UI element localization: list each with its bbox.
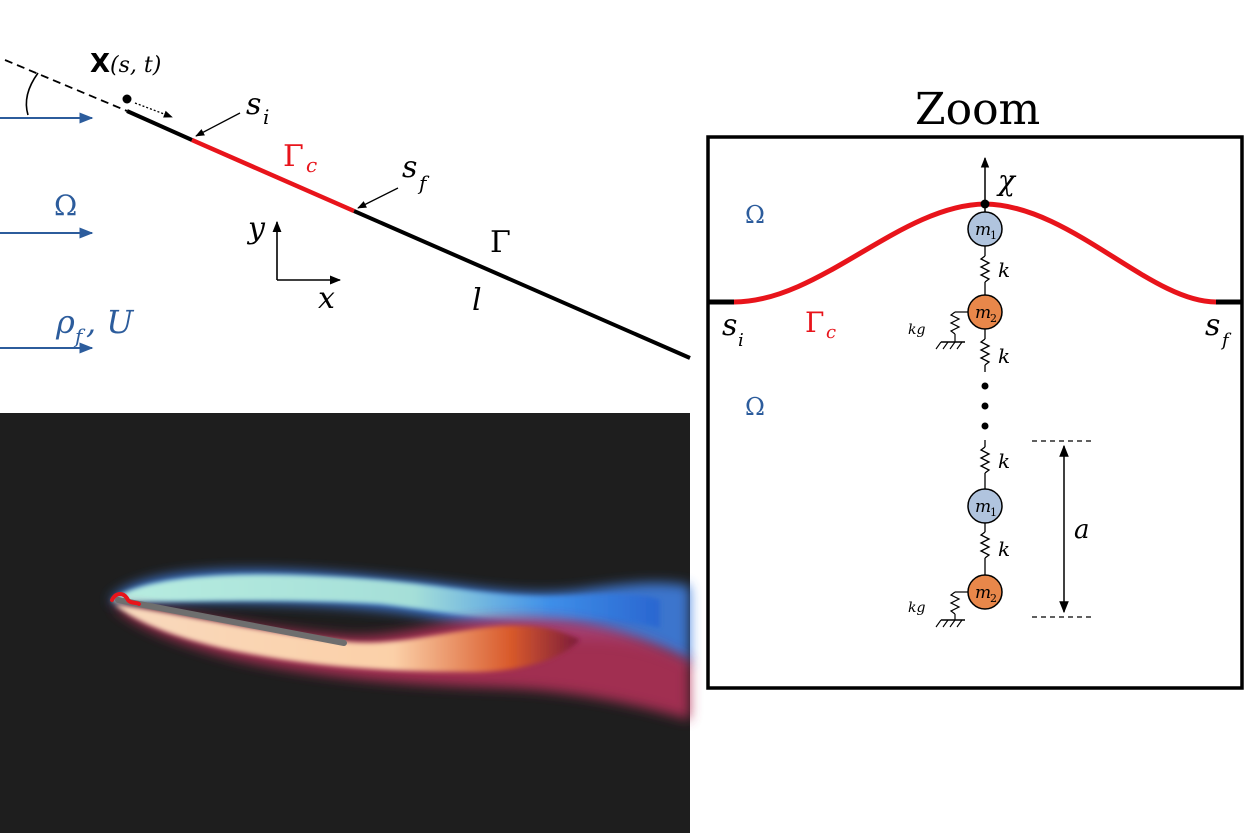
spring-1	[979, 255, 991, 283]
zoom-gamma-c-sub: c	[826, 322, 836, 343]
ground-2-hatch	[935, 619, 963, 628]
lower-wake-core	[114, 604, 580, 672]
zoom-s-i: s	[722, 308, 737, 343]
spring-2-label: k	[998, 344, 1010, 368]
contact-bump	[110, 592, 141, 606]
chi-label: χ	[996, 164, 1017, 197]
spring-3	[979, 446, 991, 474]
s-i-label: s	[246, 87, 261, 122]
mass-2-bottom-sub: 2	[990, 592, 997, 605]
plate-contact-segment	[191, 137, 355, 214]
angle-arc	[25, 72, 39, 116]
s-f-pointer	[357, 187, 399, 209]
spring-2	[979, 338, 991, 366]
material-point	[122, 94, 132, 104]
zoom-s-i-sub: i	[738, 330, 744, 351]
mass-2-top-sub: 2	[990, 312, 997, 325]
zoom-s-f: s	[1205, 308, 1220, 343]
mass-1-bottom-label: m	[975, 497, 991, 517]
plate-trailing-segment	[353, 209, 691, 360]
position-args: (s, t)	[110, 53, 161, 78]
y-axis-label: y	[246, 211, 266, 246]
rho-label: ρ	[55, 303, 75, 341]
zoom-omega-upper: Ω	[745, 201, 765, 229]
spring-3-label: k	[998, 449, 1010, 473]
mass-2-top-label: m	[975, 303, 991, 323]
zoom-frame	[706, 135, 1244, 690]
zoom-gamma-c: Γ	[805, 306, 824, 339]
length-label: l	[472, 283, 482, 318]
mass-1-top-label: m	[975, 220, 991, 240]
zoom-panel: Zoom χ Ω Ω s i s f Γ c m 1 k m 2	[706, 84, 1244, 690]
period-label: a	[1074, 515, 1090, 545]
mass-1-top-sub: 1	[990, 229, 997, 242]
x-axis-label: x	[318, 281, 335, 316]
omega-label: Ω	[54, 189, 77, 222]
ground-spring-2	[949, 591, 961, 615]
schematic: X (s, t) s i Γ c s f Γ l y x Ω ρ f , U	[0, 49, 691, 360]
mass-1-bottom-sub: 1	[990, 506, 997, 519]
ellipsis-dot-2	[981, 402, 989, 410]
upper-wake-core	[112, 574, 660, 628]
rho-sub: f	[73, 324, 86, 348]
spring-4	[979, 531, 991, 559]
vorticity-panel	[0, 413, 690, 833]
s-f-label: s	[402, 150, 417, 185]
ground-1-hatch	[935, 341, 963, 350]
ground-spring-2-label: kg	[908, 600, 925, 616]
zoom-title: Zoom	[915, 84, 1040, 135]
spring-4-label: k	[998, 537, 1010, 561]
s-i-pointer	[195, 112, 241, 137]
ellipsis-dot-3	[981, 422, 989, 430]
plate-extension-dashed	[4, 59, 128, 112]
s-f-sub: f	[417, 171, 430, 195]
zoom-s-f-sub: f	[1220, 330, 1232, 351]
gamma-c-sub: c	[306, 153, 317, 177]
mass-2-bottom-label: m	[975, 583, 991, 603]
zoom-omega-lower: Ω	[745, 393, 765, 421]
ellipsis-dot-1	[981, 382, 989, 390]
spring-1-label: k	[998, 258, 1010, 282]
gamma-c-label: Γ	[283, 139, 304, 174]
s-i-sub: i	[263, 105, 269, 129]
plate-in-flow	[115, 597, 347, 646]
rho-tail: , U	[86, 303, 134, 341]
ground-spring-1	[949, 311, 961, 335]
gamma-label: Γ	[490, 225, 511, 260]
ground-spring-1-label: kg	[908, 322, 925, 338]
position-label: X	[90, 49, 110, 79]
plate-leading-segment	[126, 109, 193, 142]
tangent-arrow	[134, 102, 173, 118]
